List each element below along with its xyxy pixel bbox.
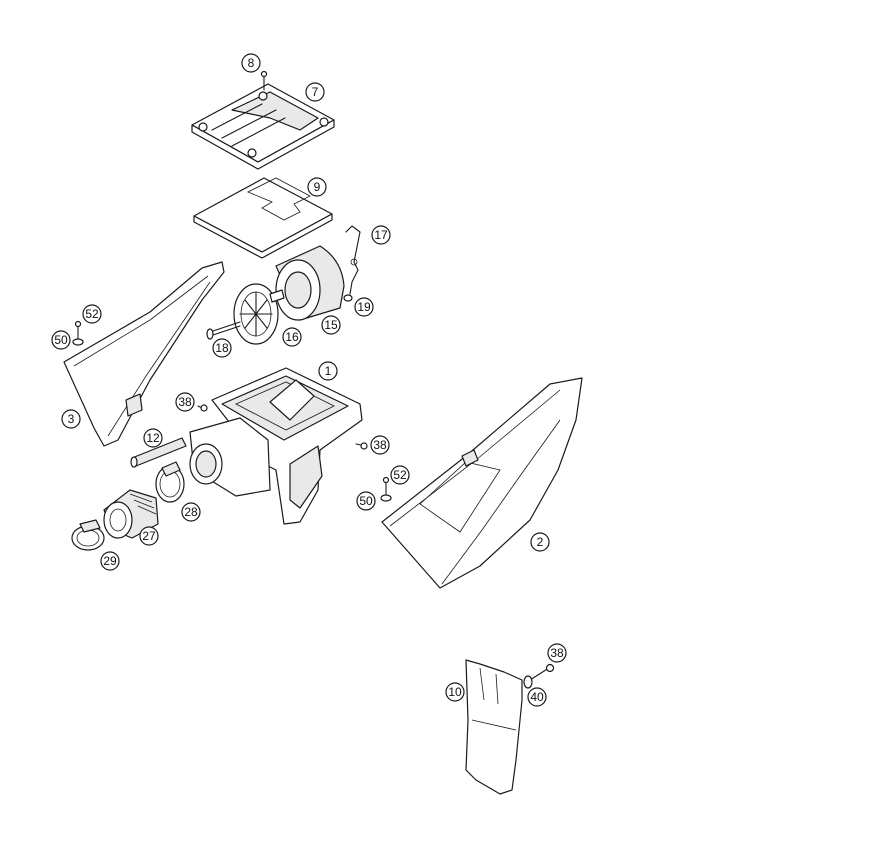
svg-text:2: 2 <box>537 535 544 549</box>
callout-29: 29 <box>100 551 120 571</box>
clamp-part-28 <box>155 461 185 503</box>
callout-27: 27 <box>139 526 159 546</box>
svg-text:38: 38 <box>178 395 192 409</box>
callout-28: 28 <box>181 502 201 522</box>
svg-text:1: 1 <box>325 364 332 378</box>
svg-text:3: 3 <box>68 412 75 426</box>
callout-15: 15 <box>321 315 341 335</box>
screw-part-8 <box>260 70 268 91</box>
svg-text:15: 15 <box>324 318 338 332</box>
svg-text:10: 10 <box>448 685 462 699</box>
svg-text:38: 38 <box>550 646 564 660</box>
hose-part-12 <box>130 437 187 468</box>
svg-text:40: 40 <box>530 690 544 704</box>
screw-part-38-right <box>355 442 368 450</box>
bolt-part-18 <box>206 321 241 340</box>
intake-boot-part-27 <box>103 489 159 539</box>
svg-text:38: 38 <box>373 438 387 452</box>
callout-17: 17 <box>371 225 391 245</box>
callout-7: 7 <box>305 82 325 102</box>
callout-12: 12 <box>143 428 163 448</box>
fastener-left-parts-50-52 <box>72 320 84 346</box>
gasket-part-9 <box>193 177 333 259</box>
callout-8: 8 <box>241 53 261 73</box>
callout-50-left: 50 <box>51 330 71 350</box>
screw-part-38-upper <box>197 404 208 412</box>
callout-38-upper: 38 <box>175 392 195 412</box>
svg-text:52: 52 <box>393 468 407 482</box>
airbox-part-1 <box>189 367 363 525</box>
callout-18: 18 <box>212 338 232 358</box>
screw-washer-parts-38-40 <box>523 663 555 689</box>
washer-part-19 <box>343 294 353 302</box>
svg-text:17: 17 <box>374 228 388 242</box>
callout-52-right: 52 <box>390 465 410 485</box>
callout-52-left: 52 <box>82 304 102 324</box>
svg-text:9: 9 <box>314 180 321 194</box>
callout-2: 2 <box>530 532 550 552</box>
callout-50-right: 50 <box>356 491 376 511</box>
svg-text:27: 27 <box>142 529 156 543</box>
svg-text:50: 50 <box>54 333 68 347</box>
svg-text:12: 12 <box>146 431 160 445</box>
callout-38-right: 38 <box>370 435 390 455</box>
clamp-part-29 <box>71 519 105 551</box>
filter-cage-part-16 <box>233 283 285 345</box>
svg-text:16: 16 <box>285 330 299 344</box>
callout-1: 1 <box>318 361 338 381</box>
airbox-lid-part-7 <box>191 83 335 170</box>
right-side-cover-part-2 <box>381 377 583 589</box>
svg-text:29: 29 <box>103 554 117 568</box>
callout-9: 9 <box>307 177 327 197</box>
callout-38-bottom: 38 <box>547 643 567 663</box>
fastener-right-parts-50-52 <box>380 476 392 502</box>
svg-text:28: 28 <box>184 505 198 519</box>
air-filter-part-15 <box>275 245 345 321</box>
svg-text:52: 52 <box>85 307 99 321</box>
svg-text:50: 50 <box>359 494 373 508</box>
callout-16: 16 <box>282 327 302 347</box>
svg-text:7: 7 <box>312 85 319 99</box>
callout-40: 40 <box>527 687 547 707</box>
svg-text:19: 19 <box>357 300 371 314</box>
callout-19: 19 <box>354 297 374 317</box>
svg-text:18: 18 <box>215 341 229 355</box>
callout-3: 3 <box>61 409 81 429</box>
svg-text:8: 8 <box>248 56 255 70</box>
callout-10: 10 <box>445 682 465 702</box>
spring-clip-part-17 <box>345 225 361 295</box>
left-side-cover-part-3 <box>63 261 225 447</box>
mud-flap-part-10 <box>465 659 523 795</box>
